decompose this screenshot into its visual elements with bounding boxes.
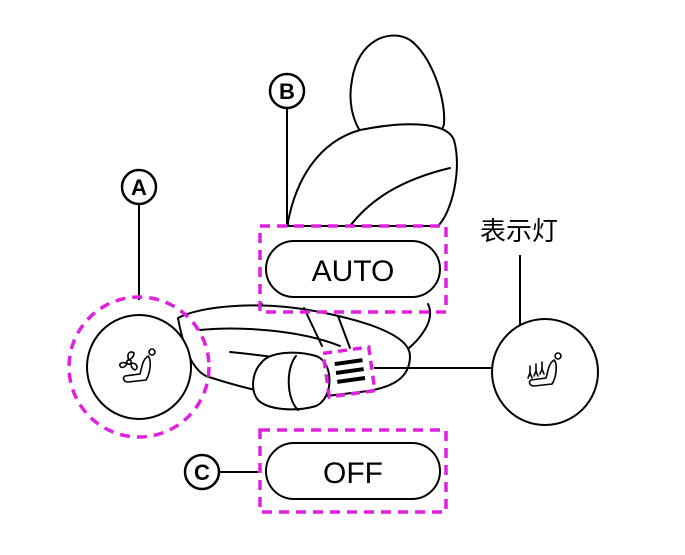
auto-button-group[interactable]: AUTO (258, 224, 448, 314)
callout-c-circle (183, 453, 221, 491)
callout-b-circle (268, 72, 306, 110)
indicator-label: 表示灯 (480, 217, 558, 247)
seat-heater-icon (527, 352, 562, 387)
indicator (321, 345, 377, 399)
auto-button-highlight (258, 224, 448, 314)
seat-front-bolster (252, 351, 331, 411)
three-bar-indicator-icon (334, 358, 366, 384)
callout-a-circle (120, 168, 158, 206)
callout-a: A (120, 168, 158, 206)
seat-side-line (303, 307, 351, 349)
fan-switch[interactable] (67, 295, 211, 439)
seat-backrest (287, 123, 458, 227)
seat-fan-icon (119, 348, 156, 383)
seat-backrest-fold (349, 167, 451, 227)
off-button-group[interactable]: OFF (258, 428, 448, 514)
seat-illustration (177, 34, 458, 411)
fan-switch-button[interactable] (86, 314, 192, 420)
callout-b-letter: B (279, 79, 295, 104)
callout-a-letter: A (131, 175, 147, 200)
callout-c-letter: C (194, 460, 210, 485)
callout-b: B (268, 72, 306, 110)
off-button[interactable] (265, 442, 441, 500)
off-button-highlight (258, 428, 448, 514)
heater-switch-button[interactable] (491, 318, 599, 426)
seat-front-bolster-inner (287, 355, 299, 411)
callout-c: C (183, 453, 221, 491)
auto-button-label: AUTO (312, 255, 395, 288)
seat-headrest (349, 34, 446, 142)
fan-switch-highlight (67, 295, 211, 439)
indicator-highlight (321, 345, 377, 399)
heater-switch[interactable] (491, 318, 599, 426)
off-button-label: OFF (323, 457, 383, 490)
auto-button[interactable] (265, 240, 441, 298)
